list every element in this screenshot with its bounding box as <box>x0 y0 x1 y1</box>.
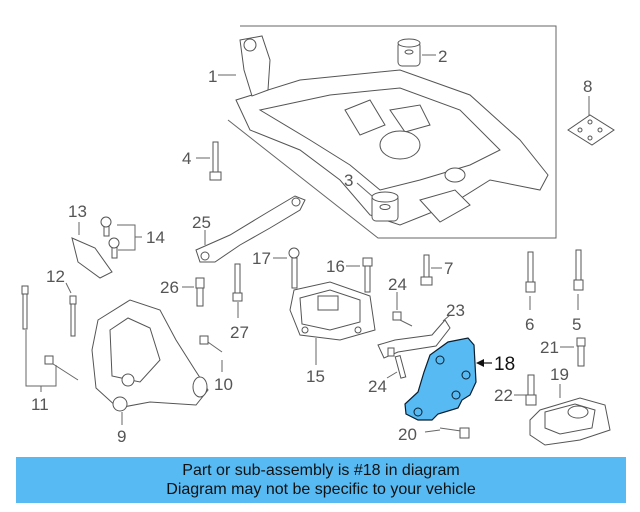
callout-1: 1 <box>208 67 217 86</box>
callout-19: 19 <box>550 365 569 384</box>
callout-15: 15 <box>306 367 325 386</box>
plate-8 <box>567 96 615 146</box>
subframe-inset <box>227 25 557 239</box>
callout-4: 4 <box>182 149 191 168</box>
bolt-7 <box>420 254 442 286</box>
callout-17: 17 <box>252 249 271 268</box>
bolt-6 <box>525 251 536 310</box>
bolt-26 <box>182 277 205 307</box>
banner-line-1: Part or sub-assembly is #18 in diagram <box>182 462 460 479</box>
callout-2: 2 <box>438 47 447 66</box>
callout-8: 8 <box>583 77 592 96</box>
banner-line-2: Diagram may not be specific to your vehi… <box>166 481 476 498</box>
callout-24-upper: 24 <box>388 275 407 294</box>
bolt-24-upper <box>392 292 413 327</box>
callout-3: 3 <box>344 171 353 190</box>
mount-19 <box>529 384 611 446</box>
bolt-4 <box>196 141 222 181</box>
bolt-17 <box>273 247 300 289</box>
callout-10: 10 <box>214 375 233 394</box>
callout-20: 20 <box>398 425 417 444</box>
bolt-20 <box>424 427 470 439</box>
bolt-22 <box>514 374 537 406</box>
callout-26: 26 <box>160 278 179 297</box>
callout-18[interactable]: 18 <box>494 354 515 375</box>
bracket-13 <box>71 216 142 279</box>
bracket-18-highlighted[interactable] <box>404 337 492 421</box>
callout-23: 23 <box>446 301 465 320</box>
callout-27: 27 <box>230 323 249 342</box>
callout-21: 21 <box>540 338 559 357</box>
callout-22: 22 <box>494 386 513 405</box>
bolt-16 <box>346 257 373 293</box>
mount-15 <box>289 281 376 365</box>
bracket-25 <box>195 195 306 263</box>
callout-11: 11 <box>31 395 49 414</box>
bolt-27 <box>232 263 243 318</box>
callout-14: 14 <box>146 228 165 247</box>
callout-6: 6 <box>525 315 534 334</box>
parts-diagram: 1 2 3 4 5 6 7 8 9 10 11 12 13 14 15 16 1… <box>21 25 615 446</box>
engine-mount-9 <box>91 299 209 425</box>
callout-24-lower: 24 <box>368 377 387 396</box>
bushing-2 <box>397 38 436 67</box>
bolt-24-lower <box>386 347 407 379</box>
callout-12: 12 <box>46 267 65 286</box>
bolt-10 <box>199 335 223 372</box>
bolt-12 <box>65 282 77 337</box>
callout-16: 16 <box>326 257 345 276</box>
info-banner: Part or sub-assembly is #18 in diagram D… <box>16 457 626 503</box>
bushing-3 <box>356 182 399 222</box>
callout-25: 25 <box>192 213 211 232</box>
callout-5: 5 <box>572 315 581 334</box>
callout-7: 7 <box>444 259 453 278</box>
bolts-11 <box>21 285 79 392</box>
callout-13: 13 <box>68 202 87 221</box>
bolt-21 <box>560 337 586 367</box>
bolt-5 <box>573 249 584 310</box>
callout-9: 9 <box>117 427 126 446</box>
